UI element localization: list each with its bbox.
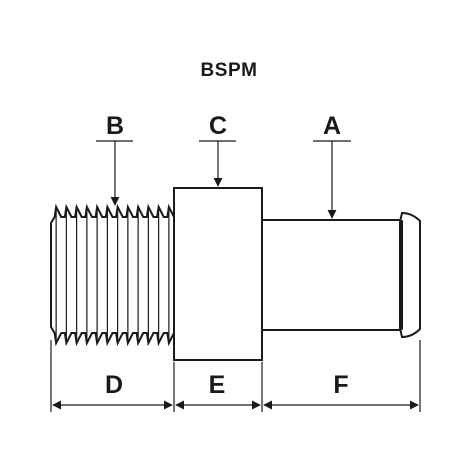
label-c: C (209, 112, 227, 140)
dimension-d: D (52, 371, 173, 410)
label-a: A (323, 112, 341, 140)
hose-tail (261, 211, 421, 339)
dimension-f: F (263, 371, 419, 410)
extension-lines (50, 340, 421, 412)
callout-a: A (313, 112, 351, 219)
diagram-title: BSPM (201, 60, 258, 81)
dimension-e: E (175, 371, 261, 410)
label-e: E (209, 371, 226, 399)
label-d: D (105, 371, 123, 399)
label-f: F (333, 371, 348, 399)
hex-body (173, 187, 263, 361)
threaded-section (50, 203, 175, 347)
label-b: B (106, 112, 124, 140)
callout-b: B (96, 112, 133, 206)
callout-c: C (199, 112, 236, 187)
